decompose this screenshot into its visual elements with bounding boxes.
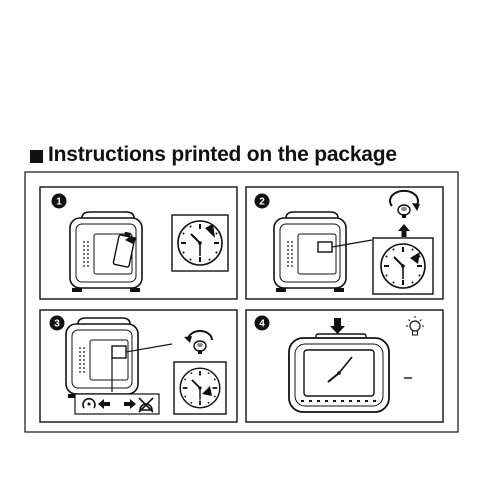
clock-face-icon <box>173 361 227 415</box>
step-2-number-badge: 2 <box>254 193 270 209</box>
svg-text:2: 2 <box>259 197 265 208</box>
knob-icon <box>193 340 207 355</box>
svg-text:4: 4 <box>259 319 265 330</box>
svg-text:3: 3 <box>54 319 60 330</box>
alarm-toggle-legend <box>74 393 160 415</box>
svg-text:1: 1 <box>56 197 62 208</box>
heading-bullet-icon <box>30 149 43 163</box>
alarm-clock-front-icon <box>288 333 390 413</box>
step-4-number-badge: 4 <box>254 315 270 331</box>
rotate-arrow-icon <box>389 189 420 211</box>
alarm-set-symbol-icon <box>82 397 96 409</box>
instructions-heading: Instructions printed on the package <box>30 140 397 170</box>
setting-knob-highlight <box>111 345 127 359</box>
alarm-clock-back-icon <box>65 317 139 399</box>
down-arrow-icon <box>330 318 345 334</box>
step-2-panel: 2 <box>245 186 444 300</box>
diagram-frame <box>24 171 459 433</box>
arrow-right-icon <box>124 399 136 409</box>
arrow-left-icon <box>98 399 110 409</box>
light-bulb-icon <box>406 316 424 336</box>
clock-face-icon <box>372 237 434 295</box>
rotate-arrow-icon <box>184 330 213 343</box>
step-3-panel: 3 <box>39 309 238 423</box>
battery-icon <box>112 231 137 268</box>
step-3-number-badge: 3 <box>49 315 65 331</box>
callout-line <box>331 239 373 248</box>
alarm-clock-back-icon <box>273 211 347 293</box>
step-1-number-badge: 1 <box>51 193 67 209</box>
alarm-off-symbol-icon <box>138 397 154 413</box>
setting-knob-highlight <box>317 241 333 253</box>
up-arrow-icon <box>398 224 410 237</box>
step-4-panel: 4 <box>245 309 444 423</box>
heading-text: Instructions printed on the package <box>48 143 397 166</box>
clock-face-icon <box>171 214 229 272</box>
step-1-panel: 1 <box>39 186 238 300</box>
callout-line <box>125 343 173 353</box>
knob-icon <box>397 204 411 219</box>
